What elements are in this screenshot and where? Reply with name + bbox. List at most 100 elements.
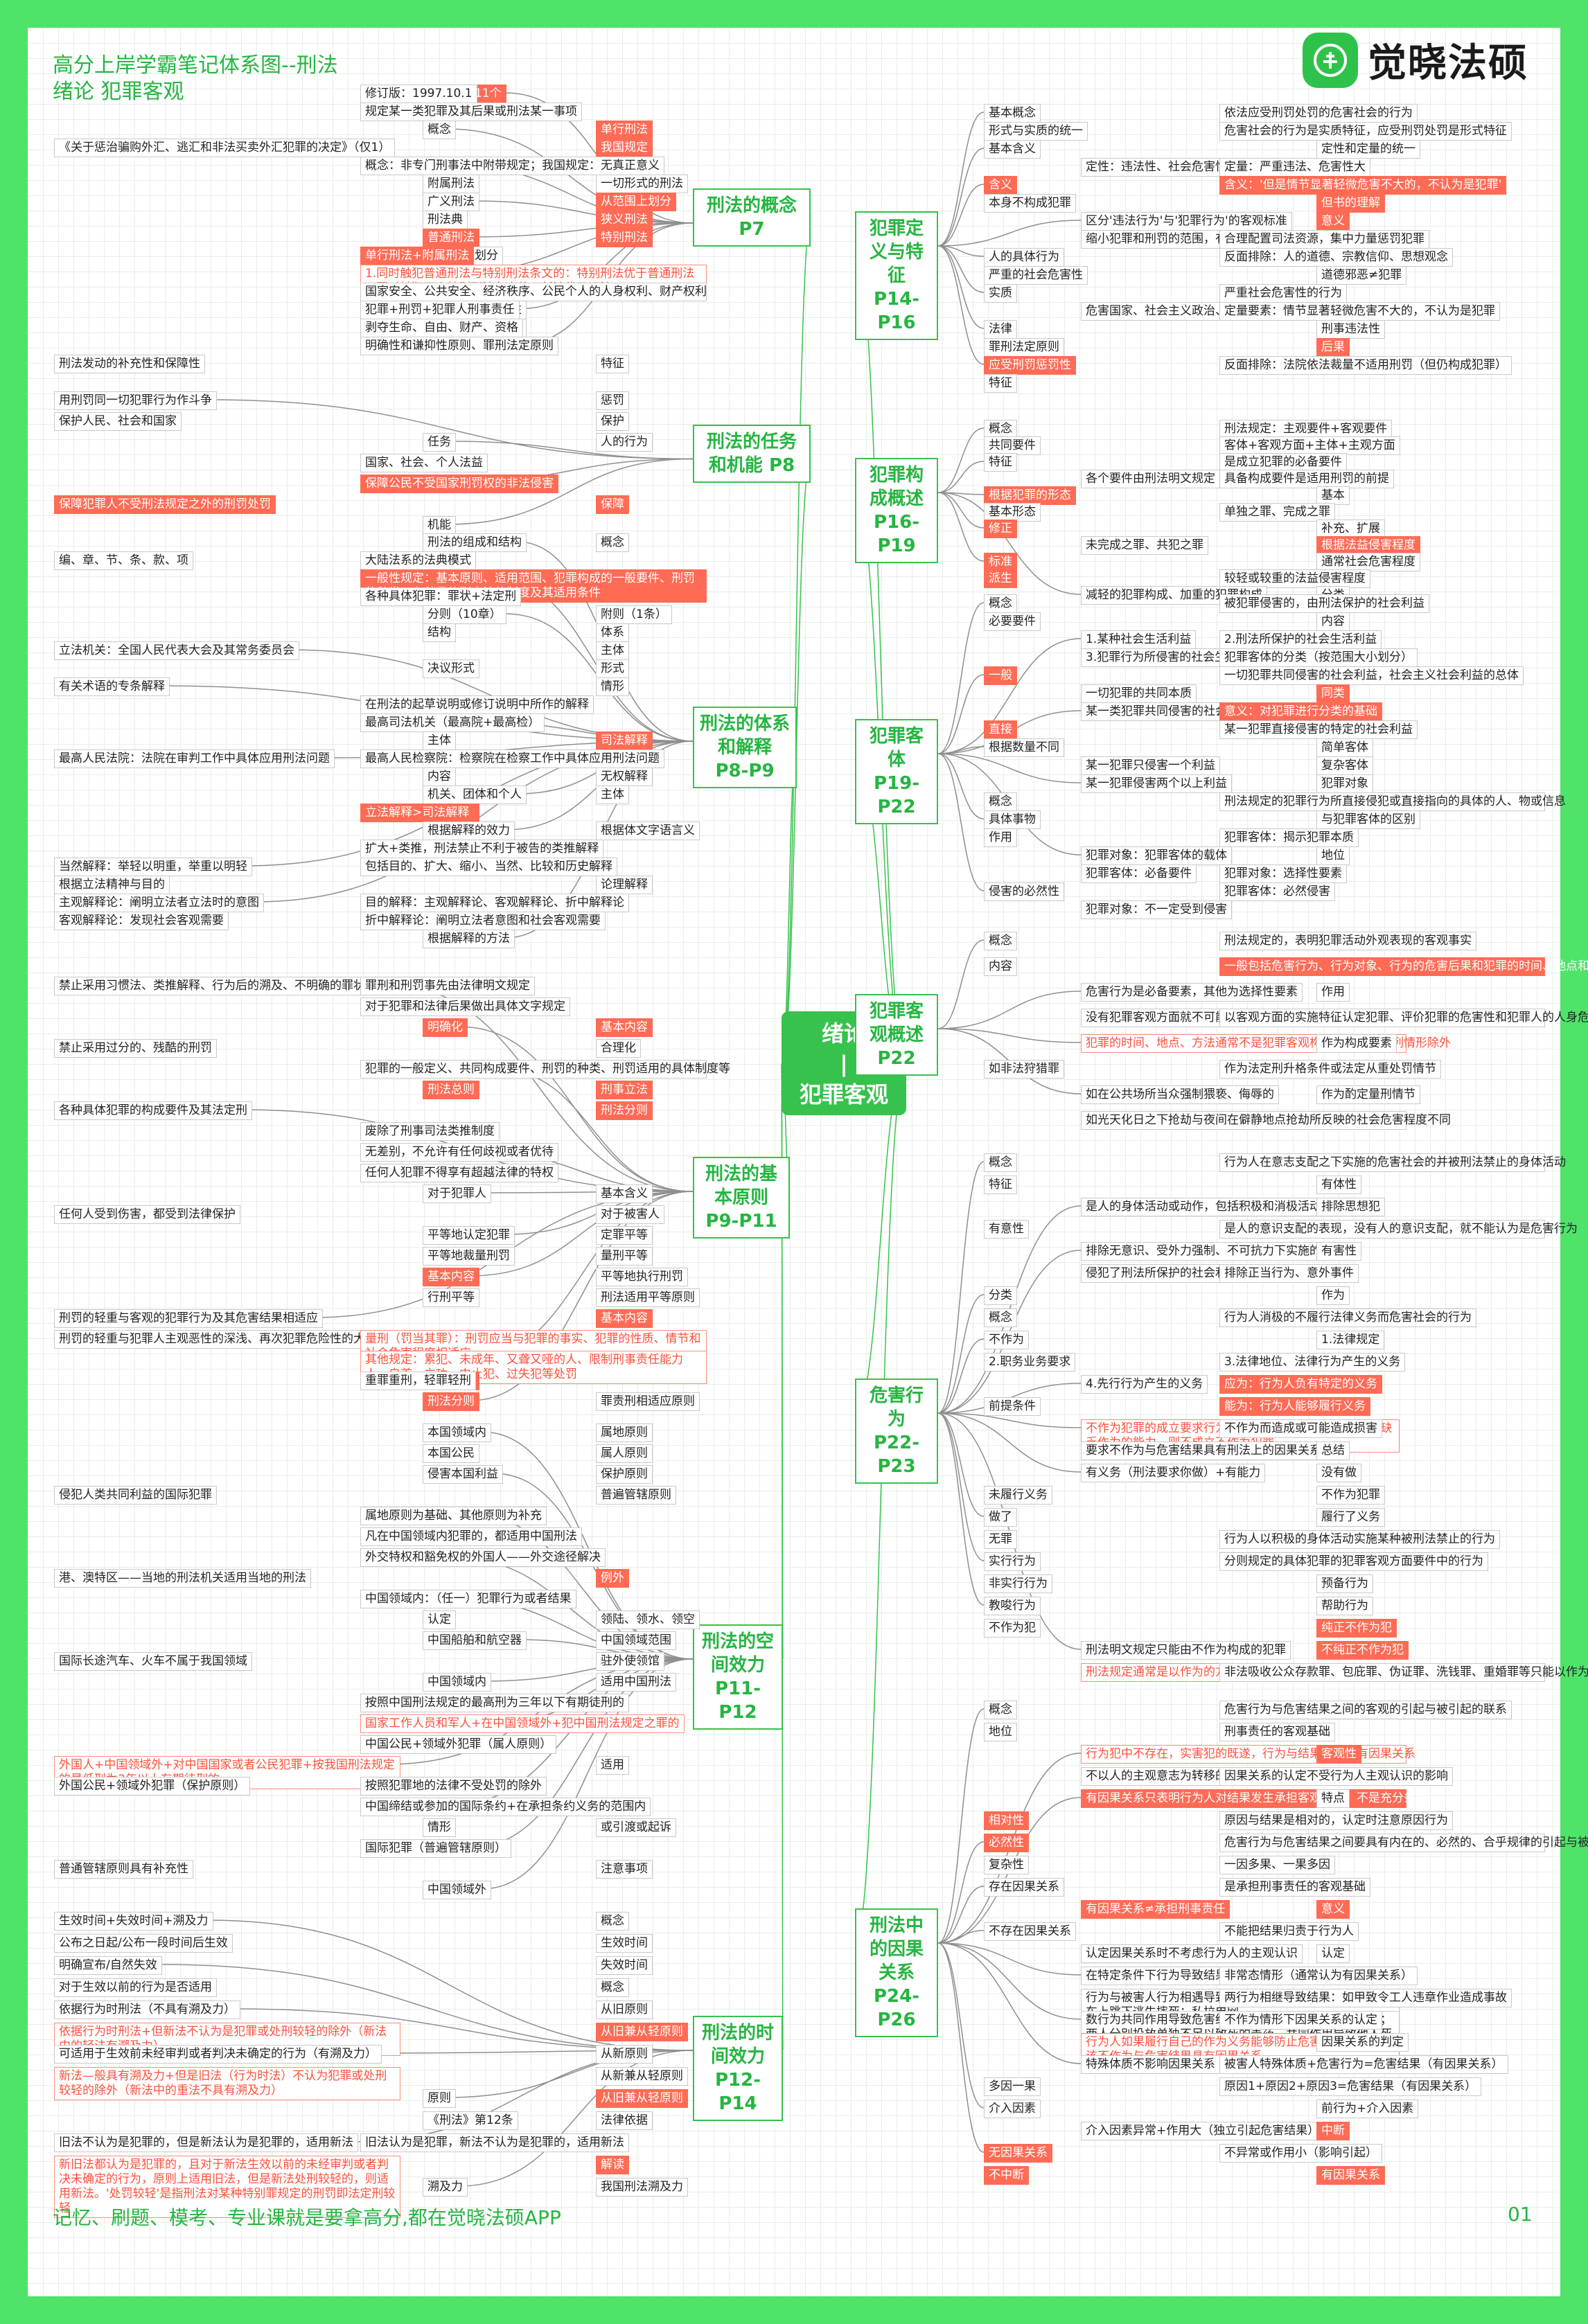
- node-time-7: 概念: [596, 1978, 629, 1997]
- node-causality-41: 不异常或作用小（影响引起）: [1219, 2144, 1382, 2163]
- node-system-25: 最高人民检察院：检察院在检察工作中具体应用刑法问题: [360, 749, 664, 768]
- node-constitution-8: 根据犯罪的形态: [984, 486, 1076, 505]
- node-system-28: 机关、团体和个人: [423, 786, 527, 804]
- node-concept-16: 普通刑法: [423, 229, 479, 247]
- node-principle-25: 定罪平等: [596, 1226, 653, 1245]
- node-causality-12: 必然性: [984, 1834, 1029, 1852]
- node-act-45: 不纯正不作为犯: [1316, 1641, 1409, 1660]
- node-causality-13: 危害行为与危害结果之间要具有内在的、必然的、合乎规律的引起与被引起的关系: [1219, 1834, 1588, 1852]
- node-concept-6: 《关于惩治骗购外汇、逃汇和非法买卖外汇犯罪的决定》（仅1）: [54, 139, 396, 157]
- node-principle-24: 平等地认定犯罪: [423, 1226, 515, 1245]
- connector: [937, 753, 985, 819]
- node-task-3: 保护: [596, 412, 629, 431]
- node-time-12: 可适用于生效前未经审判或者判决未确定的行为（有溯及力）: [54, 2045, 382, 2064]
- node-act-4: 是人的身体活动或动作，包括积极和消极活动: [1081, 1198, 1326, 1216]
- node-task-11: 保障: [596, 495, 629, 514]
- node-object-26: 作用: [984, 828, 1017, 847]
- node-act-6: 有意性: [984, 1220, 1029, 1239]
- node-principle-32: 刑罚的轻重与客观的犯罪行为及其危害结果相适应: [54, 1309, 323, 1328]
- node-causality-21: 不能把结果归责于行为人: [1219, 1922, 1359, 1941]
- node-causality-1: 危害行为与危害结果之间的客观的引起与被引起的联系: [1219, 1701, 1512, 1719]
- connector: [937, 1412, 985, 1606]
- branch-title-principle: 刑法的基本原则 P9-P11: [693, 1157, 790, 1239]
- node-objective-0: 概念: [984, 932, 1017, 950]
- branch-title-objective: 犯罪客观概述 P22: [855, 994, 938, 1076]
- node-act-31: 不作为犯罪: [1316, 1486, 1385, 1505]
- connector: [481, 1191, 694, 1194]
- node-time-15: 从新兼从轻原则: [596, 2067, 688, 2086]
- node-constitution-17: 通常社会危害程度: [1316, 553, 1420, 571]
- node-system-43: 折中解释论：阐明立法者意图和社会客观需要: [360, 912, 606, 930]
- connector: [854, 1063, 907, 1944]
- node-object-29: 地位: [1316, 846, 1350, 865]
- node-system-33: 根据体文字语言义: [596, 822, 700, 840]
- node-principle-34: 刑罚的轻重与犯罪人主观恶性的深浅、再次犯罪危险性的大小相适应: [54, 1330, 412, 1349]
- node-system-15: 形式: [596, 659, 629, 678]
- node-time-4: 明确宣布/自然失效: [54, 1956, 162, 1975]
- node-concept-10: 附属刑法: [423, 175, 479, 193]
- node-crime-15: 合理配置司法资源，集中力量惩罚犯罪: [1219, 230, 1429, 249]
- node-crime-6: 定性：违法性、社会危害性: [1081, 158, 1232, 177]
- connector: [937, 245, 985, 329]
- node-crime-7: 定量：严重违法、危害性大: [1219, 158, 1370, 177]
- node-constitution-19: 较轻或较重的法益侵害程度: [1219, 569, 1370, 588]
- node-principle-17: 无差别，不允许有任何歧视或者优待: [360, 1143, 558, 1162]
- node-system-5: 一般性规定：基本原则、适用范围、犯罪构成的一般要件、刑罚的种类、各种具体刑事法律…: [360, 569, 707, 603]
- node-crime-11: 但书的理解: [1316, 194, 1385, 213]
- node-time-11: 从旧兼从轻原则: [596, 2023, 688, 2041]
- node-space-25: 适用中国刑法: [596, 1673, 676, 1692]
- connector: [469, 200, 694, 224]
- node-act-15: 行为人消极的不履行法律义务而危害社会的行为: [1219, 1309, 1476, 1327]
- node-space-34: 外国公民+领域外犯罪（保护原则）: [54, 1777, 251, 1795]
- node-crime-23: 定量要素：情节显著轻微危害不大的，不认为是犯罪: [1219, 302, 1500, 321]
- node-constitution-18: 派生: [984, 569, 1017, 588]
- node-system-10: 结构: [423, 623, 456, 642]
- node-time-2: 公布之日起/公布一段时间后生效: [54, 1934, 233, 1953]
- node-task-12: 机能: [423, 516, 456, 535]
- node-principle-6: 禁止采用过分的、残酷的刑罚: [54, 1039, 217, 1058]
- node-act-16: 不作为: [984, 1331, 1029, 1349]
- node-object-3: 内容: [1316, 612, 1350, 631]
- node-causality-32: 特殊体质不影响因果关系: [1081, 2055, 1220, 2074]
- node-crime-10: 本身不构成犯罪: [984, 194, 1076, 213]
- node-causality-19: 意义: [1316, 1900, 1350, 1919]
- node-system-12: 立法机关：全国人民代表大会及其常务委员会: [54, 641, 299, 660]
- node-act-7: 是人的意识支配的表现，没有人的意识支配，就不能认为是危害行为: [1219, 1220, 1578, 1239]
- node-principle-30: 行刑平等: [423, 1288, 479, 1307]
- node-causality-31: 因果关系的判定: [1316, 2033, 1409, 2052]
- node-object-4: 1.某种社会生活利益: [1081, 630, 1197, 649]
- node-causality-37: 前行为+介入因素: [1316, 2100, 1419, 2118]
- node-system-24: 最高人民法院：法院在审判工作中具体应用刑法问题: [54, 749, 335, 768]
- branch-title-constitution: 犯罪构成概述 P16-P19: [855, 458, 938, 563]
- node-object-8: 一般: [984, 666, 1017, 685]
- connector: [937, 1412, 985, 1561]
- node-space-11: 凡在中国领域内犯罪的，都适用中国刑法: [360, 1527, 582, 1546]
- connector: [937, 638, 1082, 754]
- node-concept-7: 我国规定: [596, 139, 653, 157]
- node-object-1: 被犯罪侵害的，由刑法保护的社会利益: [1219, 594, 1429, 613]
- node-crime-30: 特征: [984, 374, 1017, 393]
- brand: 觉晓法硕: [1303, 32, 1528, 88]
- node-principle-4: 明确化: [423, 1018, 468, 1037]
- connector: [159, 1964, 694, 2051]
- node-crime-19: 道德邪恶≠犯罪: [1316, 266, 1407, 285]
- node-objective-9: 作为构成要素: [1316, 1034, 1397, 1053]
- node-object-11: 同类: [1316, 684, 1350, 703]
- node-object-2: 必要要件: [984, 612, 1041, 631]
- node-causality-25: 非常态情形（通常认为有因果关系）: [1219, 1967, 1418, 1985]
- node-system-27: 无权解释: [596, 768, 653, 786]
- node-concept-12: 广义刑法: [423, 193, 479, 211]
- node-space-1: 属地原则: [596, 1423, 653, 1442]
- node-objective-4: 危害行为是必备要素，其他为选择性要素: [1081, 983, 1303, 1002]
- node-objective-2: 内容: [984, 957, 1017, 976]
- branch-title-space: 刑法的空间效力 P11-P12: [693, 1624, 783, 1730]
- node-causality-15: 一因多果、一果多因: [1219, 1856, 1335, 1874]
- node-constitution-2: 共同要件: [984, 436, 1041, 455]
- node-principle-41: 罪责刑相适应原则: [596, 1392, 700, 1411]
- connector: [854, 245, 907, 1064]
- node-object-14: 直接: [984, 720, 1017, 739]
- node-crime-3: 危害社会的行为是实质特征，应受刑罚处罚是形式特征: [1219, 122, 1512, 141]
- node-act-40: 教唆行为: [984, 1597, 1041, 1615]
- node-system-3: 大陆法系的法典模式: [360, 551, 476, 570]
- center-line3: 犯罪客观: [799, 1081, 888, 1108]
